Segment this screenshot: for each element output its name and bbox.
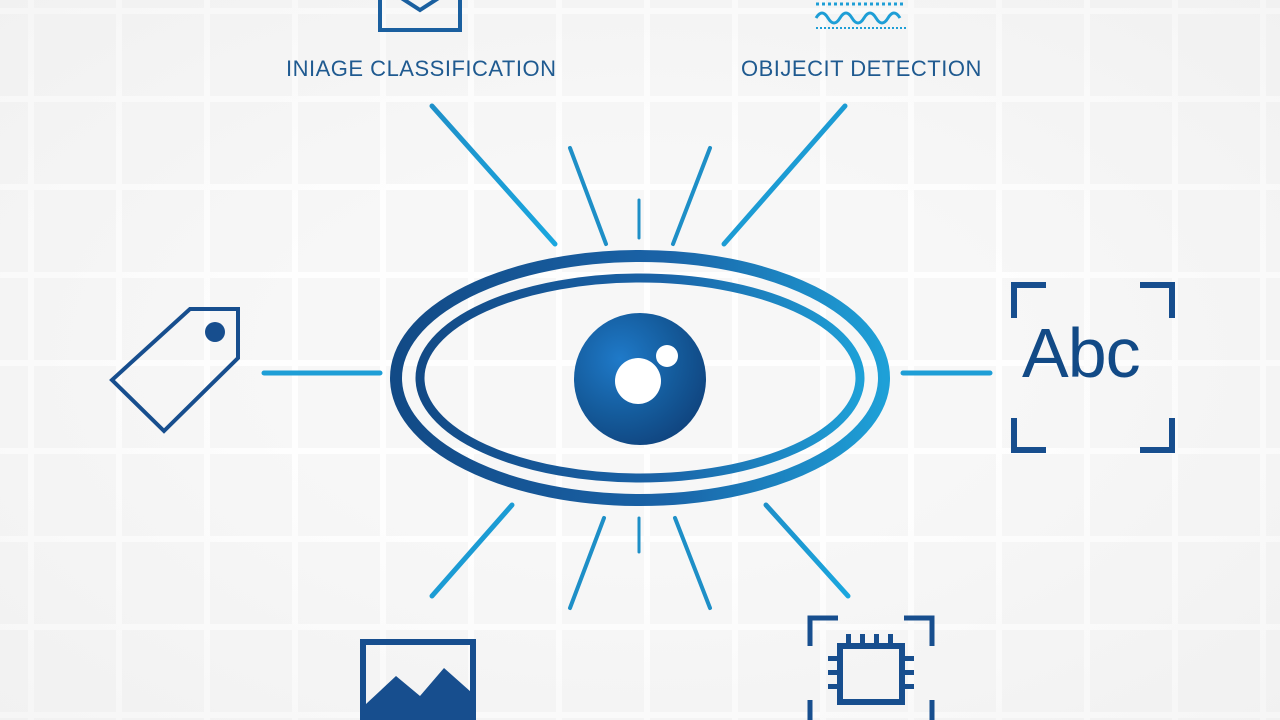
tag-icon	[109, 307, 240, 434]
image-classification-label: INIAGE CLASSIFICATION	[286, 56, 557, 81]
image-frame-icon	[378, 0, 462, 32]
image-icon	[360, 639, 476, 720]
chip-icon	[807, 615, 935, 720]
object-detection-label: OBIJECIT DETECTION	[741, 56, 982, 81]
top-rays	[429, 103, 848, 247]
text-recognition-text: Abc	[1022, 314, 1141, 392]
object-detection-icon	[814, 2, 906, 29]
eye-icon	[390, 250, 890, 506]
bottom-rays	[429, 502, 851, 610]
text-recognition-icon	[1011, 282, 1175, 453]
